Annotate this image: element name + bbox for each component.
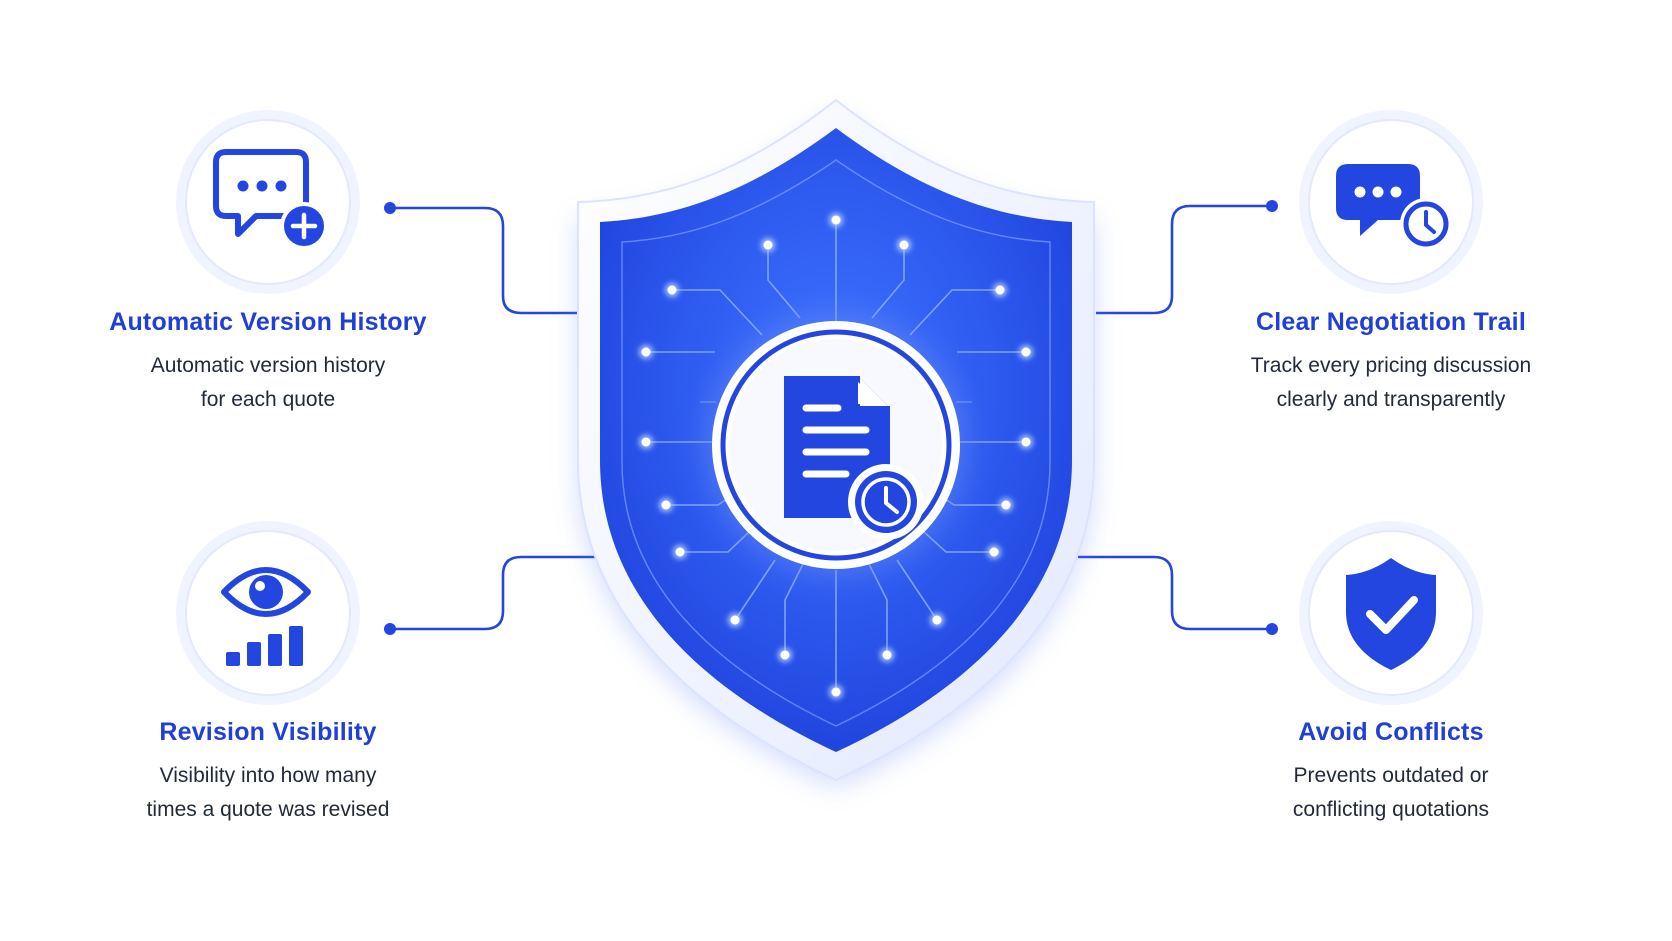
feature-description: Automatic version history for each quote <box>150 354 386 411</box>
circuit-nodes <box>639 213 1033 699</box>
feature-description: Prevents outdated or conflicting quotati… <box>1292 764 1490 821</box>
feature-version-history: Automatic Version History Automatic vers… <box>68 308 468 417</box>
connector-lines <box>390 204 1272 631</box>
feature-title: Clear Negotiation Trail <box>1256 308 1526 336</box>
feature-title: Revision Visibility <box>159 718 377 746</box>
feature-title: Avoid Conflicts <box>1298 718 1484 746</box>
feature-title: Automatic Version History <box>109 308 427 336</box>
chat-clock-icon <box>1336 164 1452 250</box>
connector-version-history <box>390 206 585 315</box>
icon-circle-avoid-conflicts <box>1299 521 1483 705</box>
icon-circle-negotiation-trail <box>1299 110 1483 294</box>
icon-circle-revision-visibility <box>176 521 360 705</box>
icon-circle-version-history <box>176 110 360 294</box>
connector-dot <box>384 623 396 635</box>
connector-dot <box>384 202 396 214</box>
shield-check-icon <box>1346 558 1436 670</box>
document-clock-icon <box>784 376 924 540</box>
chat-plus-icon <box>213 149 328 250</box>
eye-chart-icon <box>221 567 311 666</box>
feature-negotiation-trail: Clear Negotiation Trail Track every pric… <box>1191 308 1591 417</box>
connector-negotiation-trail <box>1096 204 1272 315</box>
connector-revision-visibility <box>390 555 605 631</box>
feature-avoid-conflicts: Avoid Conflicts Prevents outdated or con… <box>1191 718 1591 827</box>
shield-inner-line <box>621 159 1051 727</box>
central-shield <box>577 98 1095 785</box>
feature-description: Track every pricing discussion clearly a… <box>1250 354 1532 411</box>
connector-dot <box>1266 623 1278 635</box>
feature-description: Visibility into how many times a quote w… <box>146 764 390 821</box>
connector-dot <box>1266 200 1278 212</box>
connector-dots <box>384 200 1278 635</box>
connector-avoid-conflicts <box>1078 555 1272 631</box>
feature-revision-visibility: Revision Visibility Visibility into how … <box>68 718 468 827</box>
